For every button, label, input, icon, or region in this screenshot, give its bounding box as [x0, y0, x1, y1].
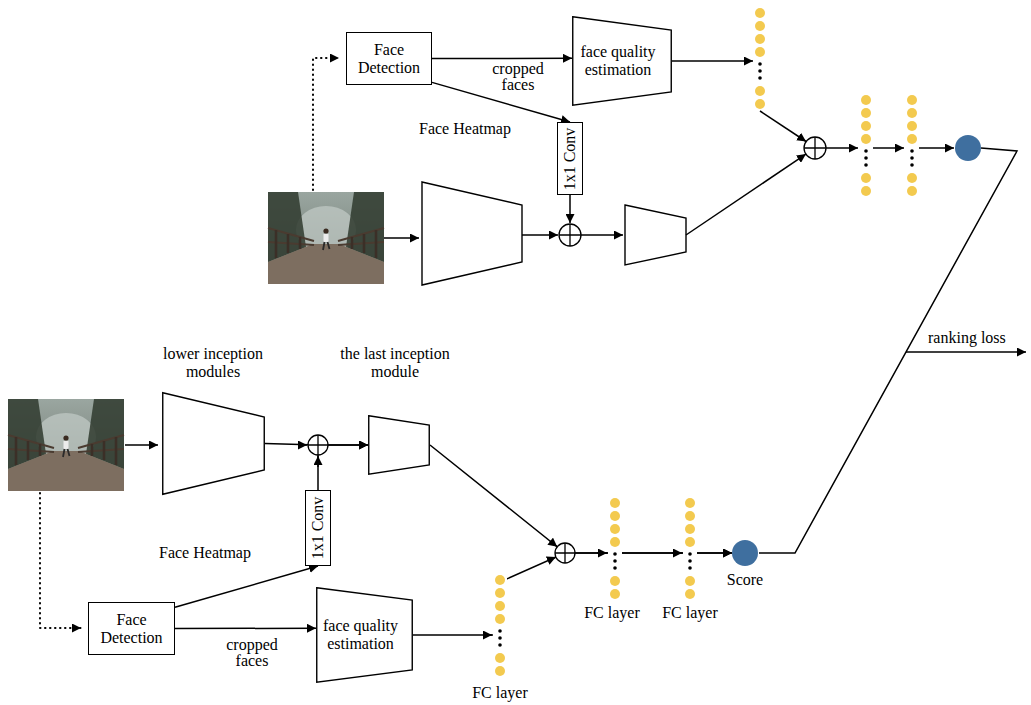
vector-ground	[683, 495, 697, 603]
score-marker	[731, 539, 759, 567]
node-label: 1x1 Conv	[561, 127, 579, 190]
sum-symbol	[804, 137, 826, 159]
conv-box: 1x1 Conv	[305, 490, 331, 566]
trapezoid-outline	[368, 415, 430, 475]
annotation-label: FC layer	[460, 684, 540, 702]
arrow	[906, 351, 1026, 353]
arrow	[760, 111, 806, 142]
process-box: Face Detection	[346, 32, 432, 85]
sum-symbol	[308, 435, 328, 455]
node-label: face quality estimation	[318, 617, 403, 653]
inception-block: lower inception modules	[143, 345, 283, 495]
arrow	[581, 234, 623, 236]
feature-vector	[861, 95, 871, 196]
arrow-group	[125, 61, 1026, 445]
feature-vector	[907, 95, 917, 196]
edge-label: Face Heatmap	[405, 121, 525, 137]
arrowhead	[483, 634, 492, 636]
node-label: face quality estimation	[574, 43, 662, 79]
node-label: the last inception module	[325, 345, 465, 381]
arrowhead	[597, 552, 607, 554]
sum-circle	[559, 224, 581, 246]
input-photo	[268, 192, 384, 284]
sum-circle	[804, 137, 826, 159]
node-label: lower inception modules	[143, 345, 283, 381]
arrow	[826, 147, 858, 149]
arrow	[522, 234, 558, 236]
edge-label: Face Heatmap	[145, 545, 265, 561]
ranking-line	[759, 148, 1017, 553]
input-photo	[8, 399, 124, 491]
arrow	[919, 147, 954, 149]
node-label: Face Detection	[347, 41, 431, 77]
feature-vector	[610, 498, 620, 599]
connector-arrow	[175, 566, 318, 607]
process-box: Face Detection	[88, 602, 175, 655]
conv-box: 1x1 Conv	[557, 122, 583, 195]
trapezoid-shape	[317, 588, 413, 683]
vector-ground	[608, 495, 622, 603]
sum-symbol	[559, 224, 581, 246]
arrow	[569, 195, 571, 223]
arrow	[873, 147, 904, 149]
feature-vector	[755, 8, 765, 109]
arrow	[384, 237, 419, 239]
arrowhead	[317, 456, 319, 467]
annotation-label: FC layer	[577, 604, 647, 622]
trapezoid-shape	[163, 393, 265, 495]
node-label: Face Detection	[89, 611, 174, 647]
connector-arrow	[432, 58, 572, 60]
encoder-block: face quality estimation	[316, 587, 413, 683]
annotation-label: ranking loss	[928, 329, 1006, 347]
inception-block: the last inception module	[325, 345, 465, 475]
sum-cross	[804, 137, 826, 159]
sum-cross	[308, 435, 328, 455]
sum-cross	[559, 224, 581, 246]
sum-circle	[555, 543, 575, 563]
encoder-trapezoid	[625, 205, 686, 265]
score-node: Score	[715, 539, 775, 589]
trapezoid-shape	[369, 416, 430, 475]
sum-cross	[555, 543, 575, 563]
arrowhead	[672, 552, 682, 554]
label-area: face quality estimation	[318, 587, 403, 683]
dotted-arrow	[40, 493, 81, 628]
arrowhead	[549, 557, 556, 560]
trapezoid-shape	[573, 17, 672, 106]
annotation-label: FC layer	[655, 604, 725, 622]
score-circle	[732, 540, 758, 566]
edge-label: cropped faces	[223, 637, 281, 669]
connector-arrow	[175, 628, 316, 630]
arrowhead	[549, 541, 557, 547]
arrow	[686, 154, 806, 235]
score-circle	[955, 135, 981, 161]
sum-symbol	[555, 543, 575, 563]
arrowhead	[299, 444, 307, 446]
vector-ground	[493, 572, 507, 680]
encoder-trapezoid	[422, 182, 522, 285]
dotted-arrow	[313, 58, 339, 190]
feature-vector	[495, 575, 505, 676]
feature-vector	[685, 498, 695, 599]
label-area: face quality estimation	[574, 16, 662, 106]
edge-label: cropped faces	[489, 61, 547, 93]
trapezoid-outline	[162, 392, 265, 495]
encoder-block: face quality estimation	[572, 16, 672, 106]
arrow	[672, 60, 753, 62]
arrow	[125, 444, 158, 446]
node-label: Score	[715, 571, 775, 589]
node-label: 1x1 Conv	[309, 497, 327, 560]
sum-circle	[308, 435, 328, 455]
